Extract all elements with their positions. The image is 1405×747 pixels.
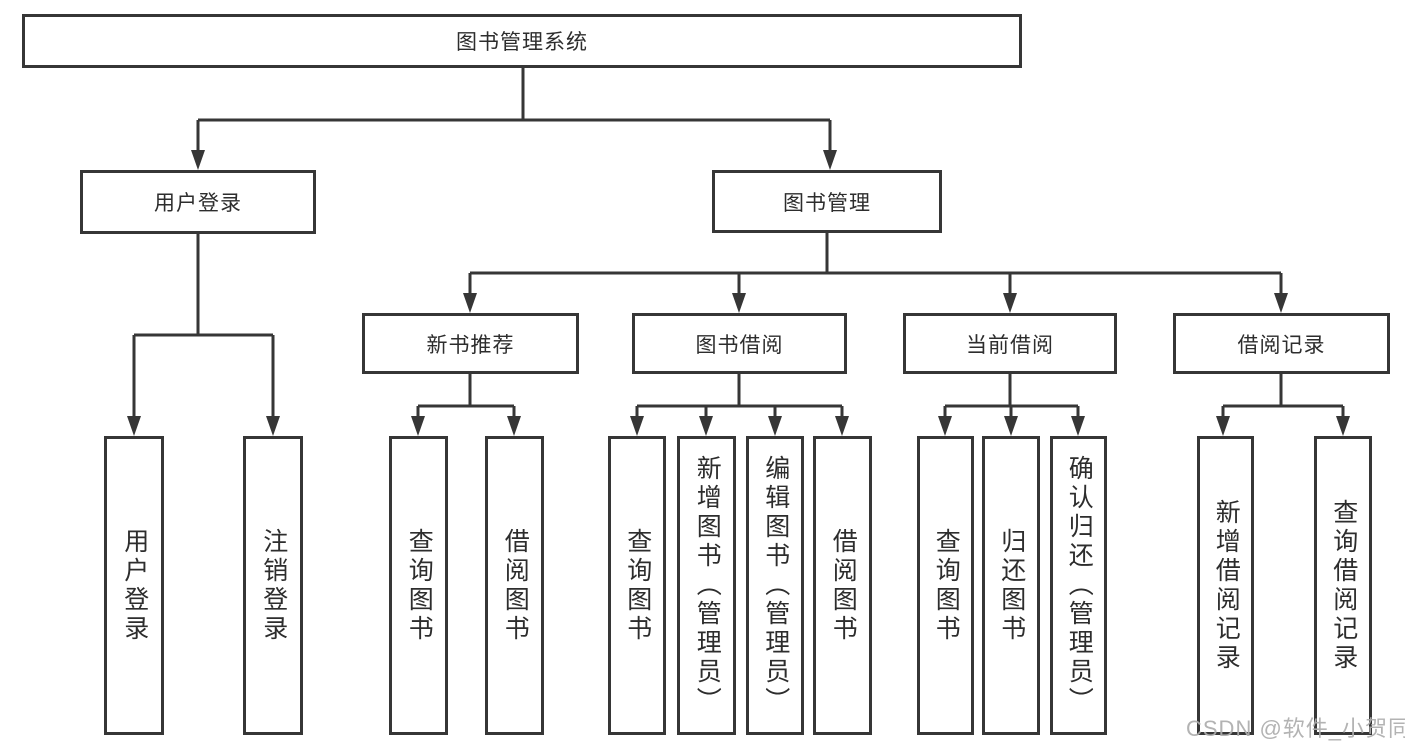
leaf-user-login-label: 用户登录: [120, 527, 149, 644]
arrowheads: [127, 150, 1350, 436]
node-borrow-records: 借阅记录: [1173, 313, 1390, 374]
leaf-borrow-books-label: 借阅图书: [829, 527, 858, 644]
leaf-edit-books-admin-label: 编辑图书（管理员）: [761, 455, 790, 716]
leaf-edit-books-admin: 编辑图书（管理员）: [746, 436, 804, 735]
node-new-book-recommend: 新书推荐: [362, 313, 579, 374]
leaf-user-login: 用户登录: [104, 436, 164, 735]
leaf-logout-label: 注销登录: [259, 527, 288, 644]
leaf-query-books-current: 查询图书: [917, 436, 974, 735]
leaf-add-borrow-record-label: 新增借阅记录: [1212, 498, 1241, 673]
leaf-add-books-admin: 新增图书（管理员）: [677, 436, 736, 735]
leaf-query-books-current-label: 查询图书: [932, 527, 961, 644]
leaf-add-borrow-record: 新增借阅记录: [1197, 436, 1254, 735]
node-user-login: 用户登录: [80, 170, 316, 234]
node-current-borrow: 当前借阅: [903, 313, 1117, 374]
node-root-system: 图书管理系统: [22, 14, 1022, 68]
leaf-query-books-recommend: 查询图书: [389, 436, 448, 735]
node-book-management: 图书管理: [712, 170, 942, 233]
leaf-add-books-admin-label: 新增图书（管理员）: [693, 455, 722, 716]
leaf-query-books-borrow: 查询图书: [608, 436, 666, 735]
leaf-query-borrow-record: 查询借阅记录: [1314, 436, 1372, 735]
leaf-logout: 注销登录: [243, 436, 303, 735]
leaf-borrow-books: 借阅图书: [813, 436, 872, 735]
leaf-borrow-books-recommend-label: 借阅图书: [501, 527, 530, 644]
leaf-borrow-books-recommend: 借阅图书: [485, 436, 544, 735]
leaf-confirm-return-admin: 确认归还（管理员）: [1050, 436, 1107, 735]
node-book-borrow: 图书借阅: [632, 313, 847, 374]
leaf-return-books-label: 归还图书: [997, 527, 1026, 644]
leaf-query-books-recommend-label: 查询图书: [405, 527, 434, 644]
leaf-return-books: 归还图书: [982, 436, 1040, 735]
leaf-query-borrow-record-label: 查询借阅记录: [1329, 498, 1358, 673]
leaf-confirm-return-admin-label: 确认归还（管理员）: [1065, 455, 1094, 716]
csdn-watermark: CSDN @软件_小贺同学: [1186, 716, 1405, 741]
leaf-query-books-borrow-label: 查询图书: [623, 527, 652, 644]
